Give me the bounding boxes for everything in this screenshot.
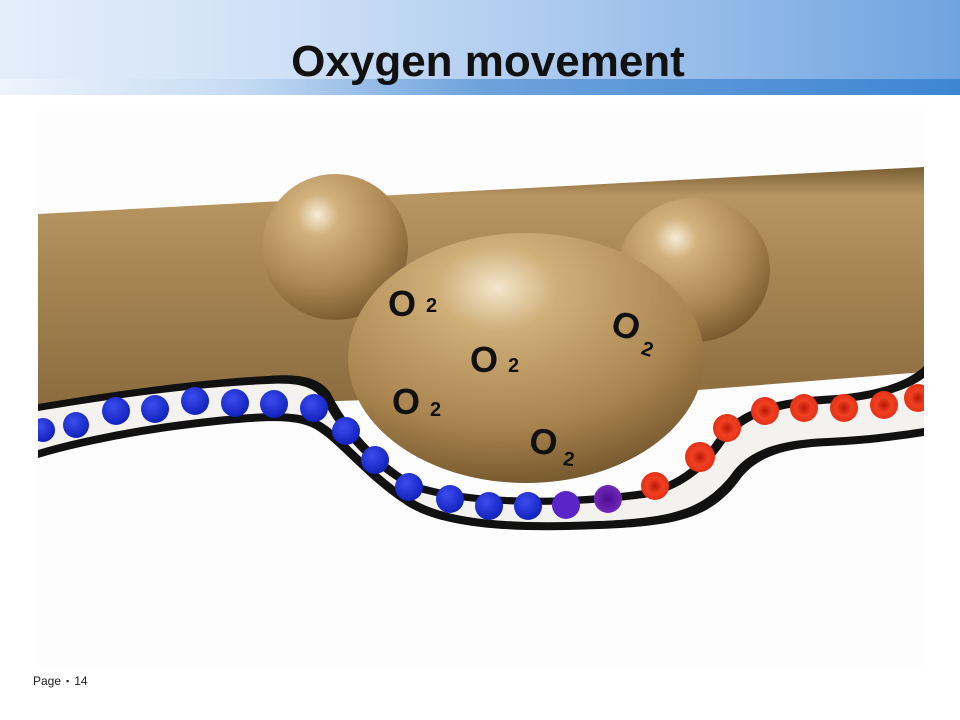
transition-cell [552, 491, 580, 519]
oxygen-symbol: O [470, 339, 498, 380]
oxygen-label: O 2 [392, 381, 441, 422]
footer-separator: ▪ [66, 676, 70, 686]
oxygenated-cell [830, 394, 858, 422]
capillary-inner [38, 378, 924, 523]
oxygen-symbol: O [527, 419, 560, 464]
alveolus-front [348, 233, 704, 483]
deoxygenated-cell [141, 395, 169, 423]
deoxygenated-cell [181, 387, 209, 415]
slide-footer: Page ▪ 14 [33, 674, 88, 688]
oxygenated-cell [751, 397, 779, 425]
oxygen-label: O 2 [527, 419, 576, 471]
deoxygenated-cell [260, 390, 288, 418]
red-blood-cells [38, 384, 924, 520]
oxygen-label: O 2 [470, 339, 519, 380]
page-label: Page [33, 674, 62, 688]
oxygen-subscript: 2 [508, 355, 519, 377]
oxygenated-cell [904, 384, 924, 412]
oxygen-symbol: O [392, 381, 420, 422]
oxygen-label: O 2 [388, 283, 437, 324]
deoxygenated-cell [475, 492, 503, 520]
deoxygenated-cell [102, 397, 130, 425]
deoxygenated-cell [300, 394, 328, 422]
diagram-canvas: O 2 O 2 O 2 O 2 O 2 [38, 167, 924, 531]
deoxygenated-cell [395, 473, 423, 501]
deoxygenated-cell [361, 446, 389, 474]
deoxygenated-cell [38, 418, 55, 442]
oxygenated-cell [713, 414, 741, 442]
oxygen-symbol: O [388, 283, 416, 324]
oxygen-subscript: 2 [426, 295, 437, 317]
header-stripe [0, 79, 960, 95]
oxygen-diffusion-diagram: O 2 O 2 O 2 O 2 O 2 [38, 110, 924, 667]
oxygenated-cell [870, 391, 898, 419]
oxygen-subscript: 2 [562, 448, 576, 471]
deoxygenated-cell [332, 417, 360, 445]
oxygenated-cell [641, 472, 669, 500]
alveolus-back-left [262, 174, 408, 320]
deoxygenated-cell [514, 492, 542, 520]
deoxygenated-cell [436, 485, 464, 513]
transition-cell [594, 485, 622, 513]
page-number: 14 [74, 674, 88, 688]
oxygenated-cell [790, 394, 818, 422]
slide-title: Oxygen movement [291, 37, 685, 86]
deoxygenated-cell [221, 389, 249, 417]
oxygen-subscript: 2 [430, 399, 441, 421]
deoxygenated-cell [63, 412, 89, 438]
oxygenated-cell [685, 442, 715, 472]
